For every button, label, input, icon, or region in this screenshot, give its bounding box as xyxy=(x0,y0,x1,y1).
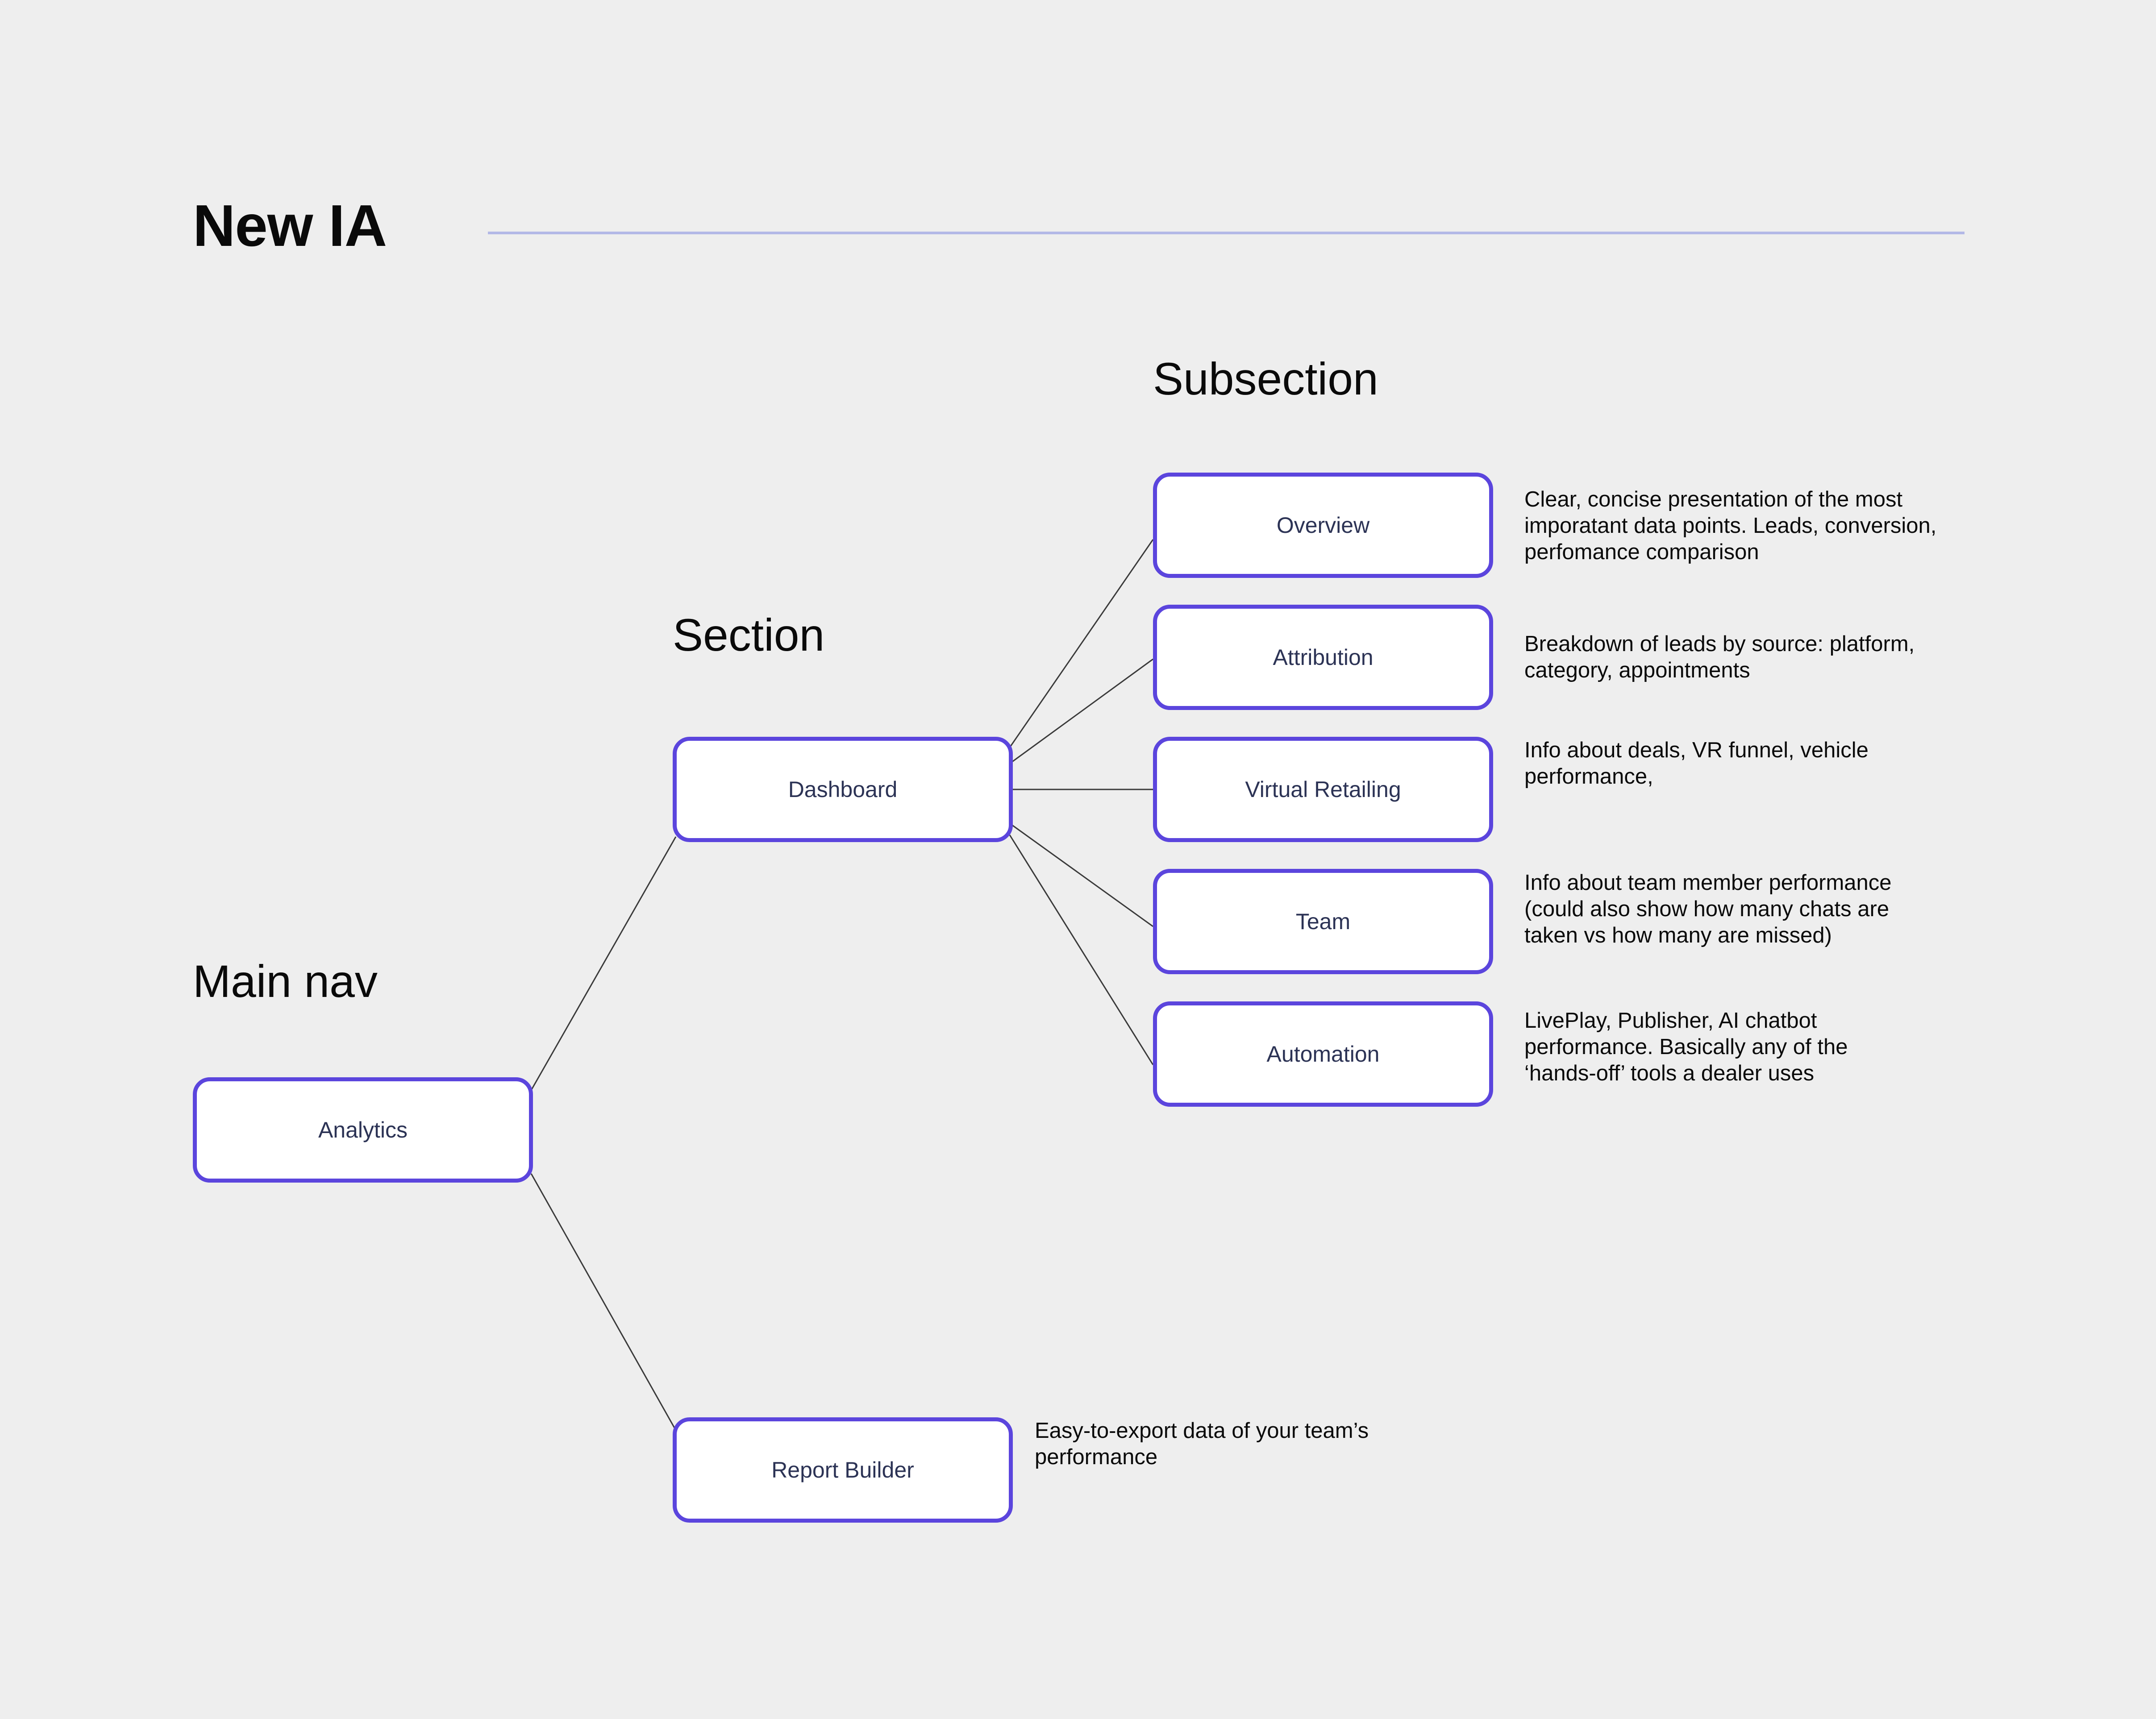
description-report-builder: Easy-to-export data of your team’s perfo… xyxy=(1035,1419,1369,1469)
node-analytics[interactable]: Analytics xyxy=(193,1077,533,1183)
title-divider xyxy=(488,232,1965,234)
connector-analytics-dashboard xyxy=(530,836,677,1091)
connector-dashboard-overview xyxy=(1009,539,1154,748)
page-title: New IA xyxy=(193,193,387,258)
description-overview: Clear, concise presentation of the most … xyxy=(1524,487,1937,564)
node-virtual-retailing[interactable]: Virtual Retailing xyxy=(1153,737,1493,842)
description-automation: LivePlay, Publisher, AI chatbot performa… xyxy=(1524,1009,1848,1085)
description-virtual-retailing: Info about deals, VR funnel, vehicle per… xyxy=(1524,738,1869,789)
column-heading-main-nav: Main nav xyxy=(193,956,378,1007)
node-attribution[interactable]: Attribution xyxy=(1153,605,1493,710)
description-team: Info about team member performance (coul… xyxy=(1524,871,1892,947)
connector-dashboard-attribution xyxy=(1009,658,1153,764)
connector-dashboard-team xyxy=(1009,822,1153,927)
node-overview[interactable]: Overview xyxy=(1153,473,1493,578)
connector-dashboard-automation xyxy=(1009,835,1154,1065)
node-team[interactable]: Team xyxy=(1153,869,1493,974)
node-automation[interactable]: Automation xyxy=(1153,1001,1493,1107)
node-dashboard[interactable]: Dashboard xyxy=(673,737,1013,842)
description-attribution: Breakdown of leads by source: platform, … xyxy=(1524,632,1915,682)
column-heading-section: Section xyxy=(673,610,825,660)
connector-analytics-report-builder xyxy=(530,1173,677,1431)
column-heading-subsection: Subsection xyxy=(1153,353,1378,404)
node-report-builder[interactable]: Report Builder xyxy=(673,1417,1013,1523)
